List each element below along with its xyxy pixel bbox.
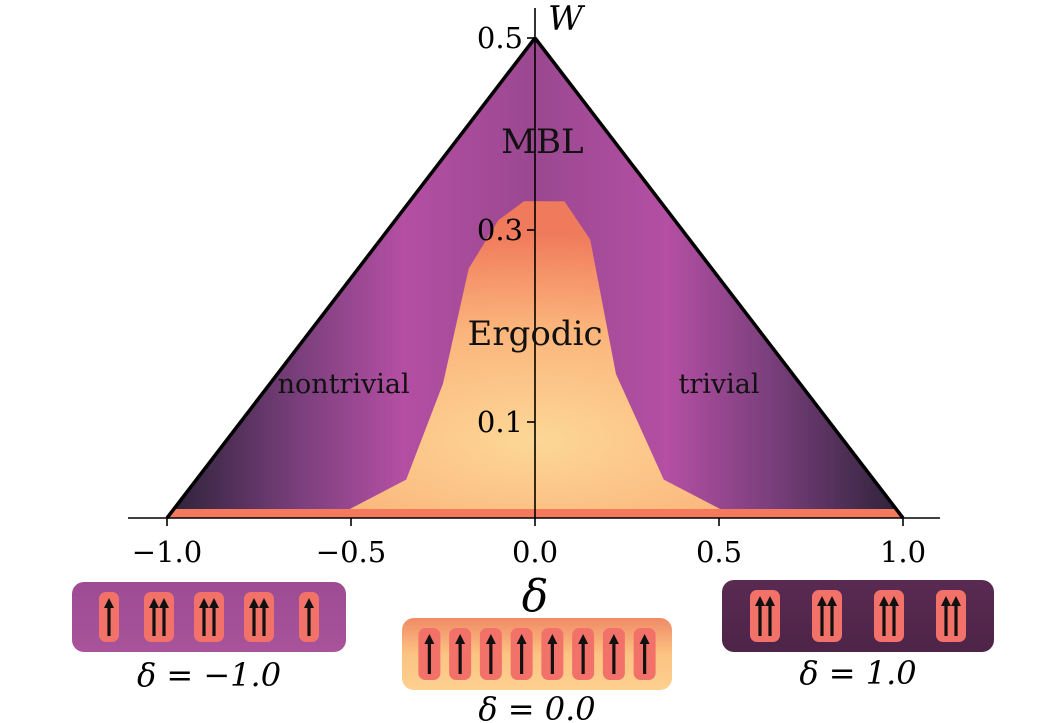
x-tick-label: −1.0 <box>132 535 202 569</box>
x-tick-label: −0.5 <box>316 535 386 569</box>
spin-inset-1: δ = 0.0 <box>402 618 672 723</box>
region-label-ergodic: Ergodic <box>468 314 603 354</box>
spin-site <box>812 590 842 642</box>
x-tick-label: 1.0 <box>880 535 926 569</box>
inset-label: δ = −1.0 <box>137 656 281 694</box>
spin-site <box>750 590 780 642</box>
axes: −1.0 −0.5 0.0 0.5 1.0 0.1 0.3 0.5 <box>128 8 940 569</box>
spin-site <box>874 590 904 642</box>
y-axis-label: W <box>548 0 586 39</box>
spin-site <box>936 590 966 642</box>
spin-inset-2: δ = 1.0 <box>722 580 994 692</box>
labels: MBL Ergodic nontrivial trivial <box>278 122 760 400</box>
spin-site <box>194 592 224 642</box>
x-tick-label: 0.5 <box>696 535 742 569</box>
y-tick-label: 0.1 <box>477 405 523 439</box>
region-label-nontrivial: nontrivial <box>278 369 410 400</box>
triangle-left-edge <box>165 36 537 520</box>
x-tick-label: 0.0 <box>512 535 558 569</box>
spin-site <box>244 592 274 642</box>
triangle-right-edge <box>533 36 905 520</box>
region-label-trivial: trivial <box>678 369 759 400</box>
y-tick-label: 0.3 <box>477 213 523 247</box>
y-tick-label: 0.5 <box>477 21 523 55</box>
spin-inset-0: δ = −1.0 <box>72 582 346 694</box>
x-axis-label: δ <box>522 571 549 622</box>
spin-site <box>144 592 174 642</box>
inset-label: δ = 0.0 <box>478 690 595 723</box>
region-label-mbl: MBL <box>501 122 583 162</box>
spin-insets: δ = −1.0 δ = 0.0 δ = 1.0 <box>72 580 994 723</box>
inset-label: δ = 1.0 <box>799 654 916 692</box>
